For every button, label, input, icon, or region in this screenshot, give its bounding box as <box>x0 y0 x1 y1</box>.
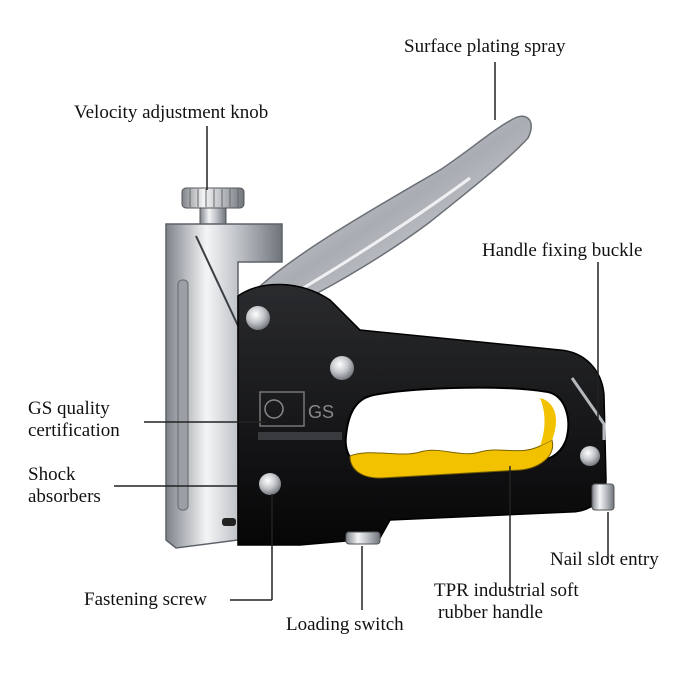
label-shock-absorbers: Shock absorbers <box>28 464 101 508</box>
label-gs-line1: GS quality <box>28 398 110 419</box>
label-surface-plating: Surface plating spray <box>404 36 566 57</box>
velocity-knob <box>181 187 245 209</box>
label-shock-line2: absorbers <box>28 486 101 507</box>
label-nail-slot: Nail slot entry <box>550 549 659 570</box>
rivet-lower <box>259 473 281 495</box>
label-tpr-line1: TPR industrial soft <box>434 580 579 601</box>
nail-slot <box>591 483 615 511</box>
leader-lines <box>114 62 609 610</box>
svg-text:GS: GS <box>308 402 334 422</box>
label-tpr-line2: rubber handle <box>438 602 543 623</box>
label-tpr-handle: TPR industrial soft rubber handle <box>434 580 579 624</box>
label-gs-certification: GS quality certification <box>28 398 120 442</box>
handle-buckle <box>570 377 606 440</box>
handle-opening <box>344 386 570 470</box>
label-velocity-knob: Velocity adjustment knob <box>74 102 269 123</box>
yellow-grip <box>349 439 554 479</box>
rivet-rear <box>580 446 600 466</box>
label-shock-line1: Shock <box>28 464 76 485</box>
loading-switch <box>345 531 381 545</box>
label-gs-line2: certification <box>28 420 120 441</box>
gs-certification-mark: GS <box>258 391 342 440</box>
rivet-middle <box>330 356 354 380</box>
rivet-upper <box>246 306 270 330</box>
label-fastening-screw: Fastening screw <box>84 589 207 610</box>
label-loading-switch: Loading switch <box>286 614 404 635</box>
lever-handle <box>256 115 532 303</box>
label-handle-buckle: Handle fixing buckle <box>482 240 643 261</box>
